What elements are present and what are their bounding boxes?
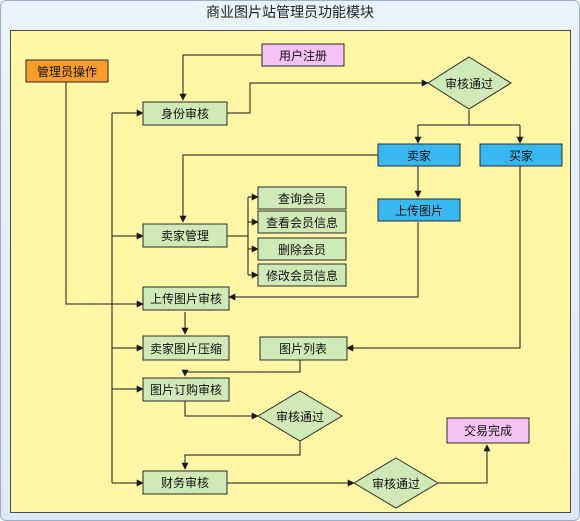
node-order-review: 图片订购审核 xyxy=(142,377,230,402)
node-register-label: 用户注册 xyxy=(279,48,327,63)
node-delete-member: 删除会员 xyxy=(257,237,347,261)
node-view-member-info-label: 查看会员信息 xyxy=(266,215,338,230)
node-seller-management-label: 卖家管理 xyxy=(161,228,209,243)
node-image-list: 图片列表 xyxy=(259,336,348,361)
edge-identity-to-approved xyxy=(227,79,429,114)
node-order-review-label: 图片订购审核 xyxy=(150,382,222,397)
node-query-member: 查询会员 xyxy=(257,186,347,210)
node-approved-3-label: 审核通过 xyxy=(372,476,420,491)
node-seller-image-compress-label: 卖家图片压缩 xyxy=(150,341,222,356)
node-view-member-info: 查看会员信息 xyxy=(257,210,347,234)
node-transaction-complete: 交易完成 xyxy=(446,417,530,444)
edge-approved-to-complete xyxy=(438,444,491,484)
node-edit-member-info: 修改会员信息 xyxy=(257,263,347,287)
edge-upload-to-review xyxy=(228,222,419,301)
edges xyxy=(65,54,524,487)
node-approved-3: 审核通过 xyxy=(353,457,439,509)
node-transaction-complete-label: 交易完成 xyxy=(464,423,512,438)
node-approved-2: 审核通过 xyxy=(257,390,343,442)
node-seller: 卖家 xyxy=(377,143,461,167)
node-approved-2-label: 审核通过 xyxy=(276,409,324,424)
node-buyer-label: 买家 xyxy=(509,148,533,163)
node-identity-review-label: 身份审核 xyxy=(161,106,209,121)
node-upload-review-label: 上传图片审核 xyxy=(150,291,222,306)
window-title: 商业图片站管理员功能模块 xyxy=(206,5,374,21)
node-seller-management: 卖家管理 xyxy=(142,223,228,248)
node-buyer: 买家 xyxy=(479,143,563,167)
node-upload-image-label: 上传图片 xyxy=(395,203,443,218)
node-query-member-label: 查询会员 xyxy=(278,192,326,206)
node-identity-review: 身份审核 xyxy=(142,101,228,126)
edge-register-to-identity xyxy=(179,54,262,101)
node-delete-member-label: 删除会员 xyxy=(278,242,326,257)
edge-seller-to-seller-mgmt xyxy=(179,154,378,223)
edge-list-to-order xyxy=(181,360,301,377)
node-register: 用户注册 xyxy=(261,43,345,67)
node-finance-review: 财务审核 xyxy=(142,470,228,495)
node-edit-member-info-label: 修改会员信息 xyxy=(266,268,338,283)
edge-approved-to-finance xyxy=(181,438,301,470)
node-seller-image-compress: 卖家图片压缩 xyxy=(142,335,230,361)
node-admin: 管理员操作 xyxy=(25,59,109,83)
edge-admin-to-upload-review xyxy=(65,82,144,308)
node-approved-1: 审核通过 xyxy=(427,56,512,110)
edge-buyer-to-list xyxy=(346,166,521,352)
node-approved-1-label: 审核通过 xyxy=(445,76,493,91)
node-upload-review: 上传图片审核 xyxy=(142,286,230,311)
node-image-list-label: 图片列表 xyxy=(279,342,327,356)
node-admin-label: 管理员操作 xyxy=(37,64,97,79)
node-finance-review-label: 财务审核 xyxy=(161,475,209,490)
node-seller-label: 卖家 xyxy=(407,148,431,163)
edge-order-to-approved xyxy=(184,401,259,420)
node-upload-image: 上传图片 xyxy=(377,198,461,222)
